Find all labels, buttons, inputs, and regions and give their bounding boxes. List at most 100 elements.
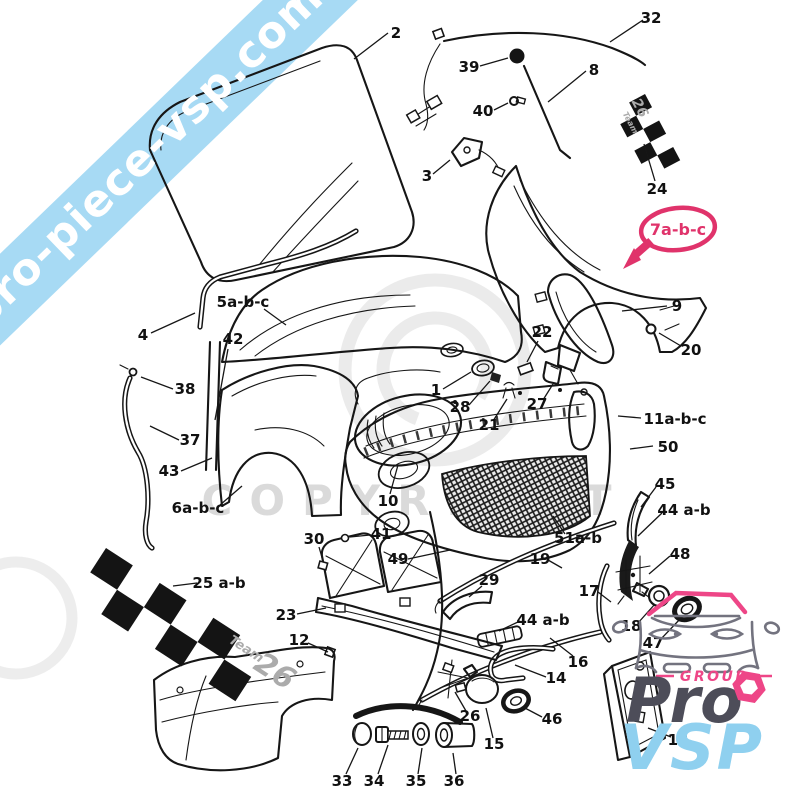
leader-line-4 (150, 312, 196, 334)
part-label-25ab: 25 a-b (192, 574, 245, 592)
leader-line-14 (514, 664, 547, 678)
fastener-leader-curve (411, 510, 444, 712)
highlight-part-label: 7a-b-c (650, 220, 706, 239)
bracket-27-drawing (542, 360, 563, 386)
part-label-49: 49 (388, 550, 409, 568)
part-label-20: 20 (681, 341, 702, 359)
leader-line-20 (658, 332, 682, 347)
radiator-panel-drawing (602, 650, 667, 762)
logo-pro-text: Pro (626, 664, 743, 737)
leader-line-45 (640, 486, 657, 508)
leader-line-40 (493, 102, 509, 111)
ring-46-drawing (501, 688, 531, 714)
leader-line-41 (349, 534, 371, 538)
windshield-drawing (148, 44, 415, 283)
bumper-side-recess (568, 390, 596, 451)
part-label-34: 34 (364, 772, 385, 790)
strip-29-drawing (441, 590, 494, 621)
leader-line-13 (647, 727, 672, 738)
bolt-20-drawing (645, 323, 657, 335)
leader-line-50 (629, 445, 654, 450)
nut-30-drawing (317, 560, 329, 571)
logo-vsp-text: VSP (620, 711, 764, 784)
leader-line-51ab (552, 515, 566, 535)
part-label-28: 28 (450, 398, 471, 416)
leader-line-3 (432, 159, 451, 175)
part-label-32: 32 (641, 9, 662, 27)
hood-drawing (220, 254, 523, 364)
leader-line-16 (549, 637, 574, 657)
logo-group-text: GROUP (680, 669, 748, 685)
under-tray-drawing (152, 646, 336, 772)
leader-line-15 (485, 707, 494, 739)
leader-line-29 (468, 585, 483, 598)
part-label-45: 45 (655, 475, 676, 493)
weatherstrip-rod-drawing (405, 27, 647, 131)
cap-33-drawing (352, 722, 372, 746)
emblem-ring-1 (471, 359, 495, 377)
provsp-logo: GROUP Pro VSP (611, 590, 781, 784)
part-label-15: 15 (484, 735, 505, 753)
leader-line-19 (547, 559, 563, 569)
bonnet-rod-drawing (509, 48, 572, 160)
leader-line-11abc (617, 415, 642, 419)
copyright-ring-small-icon (0, 556, 78, 680)
leader-line-24 (643, 143, 656, 182)
part-label-18: 18 (621, 617, 642, 635)
strip-17-drawing (596, 563, 612, 643)
part-label-13: 13 (668, 731, 689, 749)
ring-47-drawing (672, 595, 702, 623)
leader-line-30 (318, 546, 324, 562)
fastener-swoosh (353, 703, 463, 725)
diagram-line-art: 26 Team (90, 27, 708, 772)
leader-lines (140, 19, 683, 775)
site-banner (0, 0, 416, 403)
part-label-23: 23 (276, 606, 297, 624)
leader-line-27 (542, 383, 554, 401)
part-label-21: 21 (479, 416, 500, 434)
headlight-drawing (353, 369, 463, 467)
bumper-lamp-recess (377, 451, 431, 489)
strip-19-drawing (434, 520, 617, 614)
part-label-2: 2 (391, 24, 401, 42)
leader-line-5abc (263, 308, 287, 326)
hood-badge (440, 342, 464, 358)
leader-line-22 (526, 340, 539, 363)
leader-line-36 (452, 752, 457, 775)
cap-15-drawing (462, 663, 499, 704)
trim-44ab-top-drawing (619, 541, 639, 601)
bracket-3-drawing (450, 136, 506, 178)
hardware-row (352, 721, 476, 749)
leader-line-38 (140, 376, 174, 390)
part-label-10: 10 (378, 492, 399, 510)
right-fender-drawing (485, 164, 708, 396)
pad-22-drawing (516, 361, 534, 376)
part-label-22: 22 (532, 323, 553, 341)
part-label-11abc: 11a-b-c (643, 410, 706, 428)
part-label-1: 1 (431, 381, 441, 399)
leader-line-23 (296, 607, 327, 615)
leader-line-42 (214, 348, 229, 421)
leader-line-33 (345, 747, 359, 775)
part-label-17: 17 (579, 582, 600, 600)
part-label-5abc: 5a-b-c (217, 293, 270, 311)
emblem-and-clips (471, 359, 563, 399)
leader-line-25ab (172, 582, 198, 587)
highlight-oval-icon (638, 205, 718, 253)
leader-line-17 (597, 591, 612, 603)
washer-35-drawing (412, 722, 430, 746)
logo-car-icon (611, 590, 781, 674)
leader-line-35 (417, 747, 423, 775)
part-label-26: 26 (460, 707, 481, 725)
leader-line-44ab_a (637, 512, 663, 537)
part-label-51ab: 51a-b (554, 529, 602, 547)
leader-line-18 (637, 603, 656, 624)
part-label-19: 19 (530, 550, 551, 568)
part-label-29: 29 (479, 571, 500, 589)
part-label-4: 4 (138, 326, 148, 344)
leader-line-1 (442, 371, 472, 390)
part-label-37: 37 (180, 431, 201, 449)
part-label-43: 43 (159, 462, 180, 480)
